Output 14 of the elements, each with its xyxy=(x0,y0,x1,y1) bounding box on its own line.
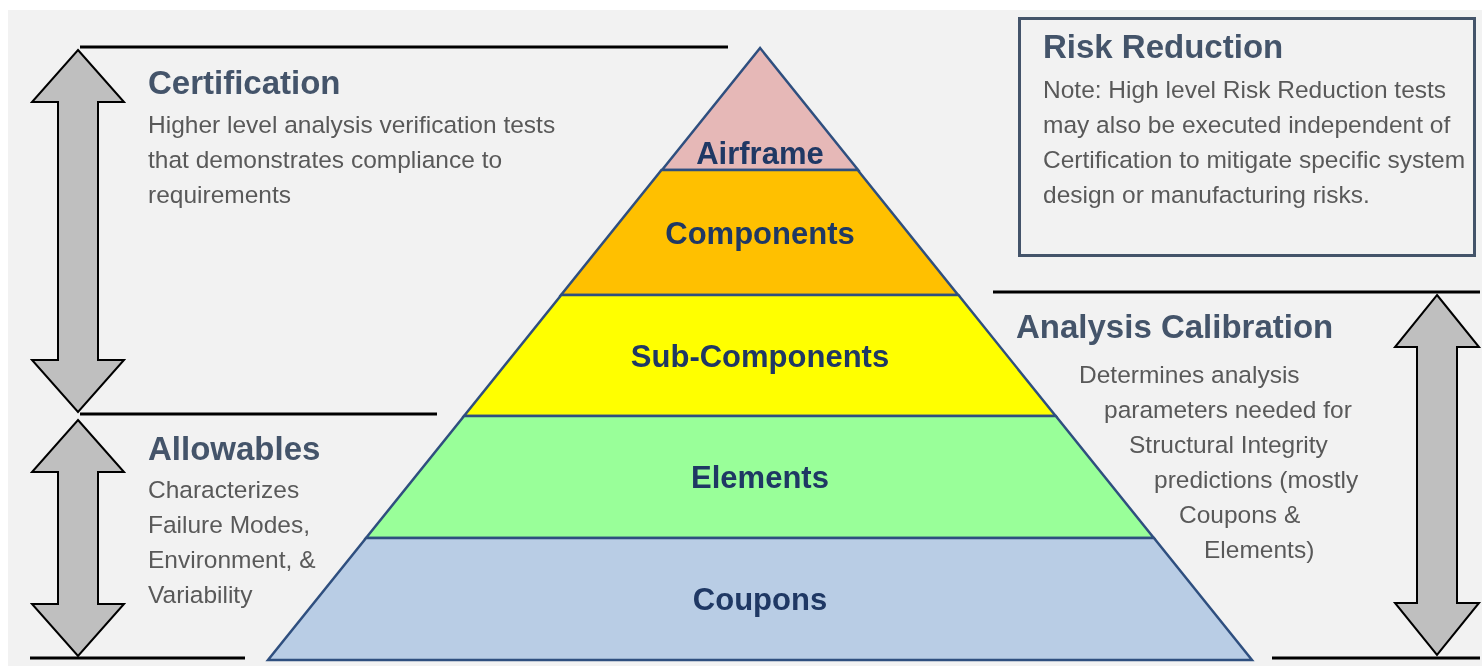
box-heading: Risk Reduction xyxy=(1043,28,1284,66)
description-text: Characterizes Failure Modes, Environment, & Variability xyxy=(148,475,317,610)
tier-label: Components xyxy=(665,216,855,252)
section-heading: Allowables xyxy=(148,430,321,468)
section-heading: Analysis Calibration xyxy=(1016,308,1334,346)
tier-label: Coupons xyxy=(692,582,828,618)
note-text: Note: High level Risk Reduction tests may also be executed independent of Certification to mitigate specific system design or manufacturing risks. xyxy=(1043,75,1467,210)
section-heading: Certification xyxy=(148,64,341,102)
description-text: Higher level analysis verification tests that demonstrates compliance to requirements xyxy=(148,110,557,210)
description-text: Determines analysis parameters needed for Structural Integrity predictions (mostly Coupons & Elements) xyxy=(1078,360,1360,565)
tier-label: Airframe xyxy=(696,136,824,172)
note-box xyxy=(1018,17,1476,257)
tier-label: Elements xyxy=(691,460,829,496)
tier-label: Sub-Components xyxy=(630,339,890,375)
